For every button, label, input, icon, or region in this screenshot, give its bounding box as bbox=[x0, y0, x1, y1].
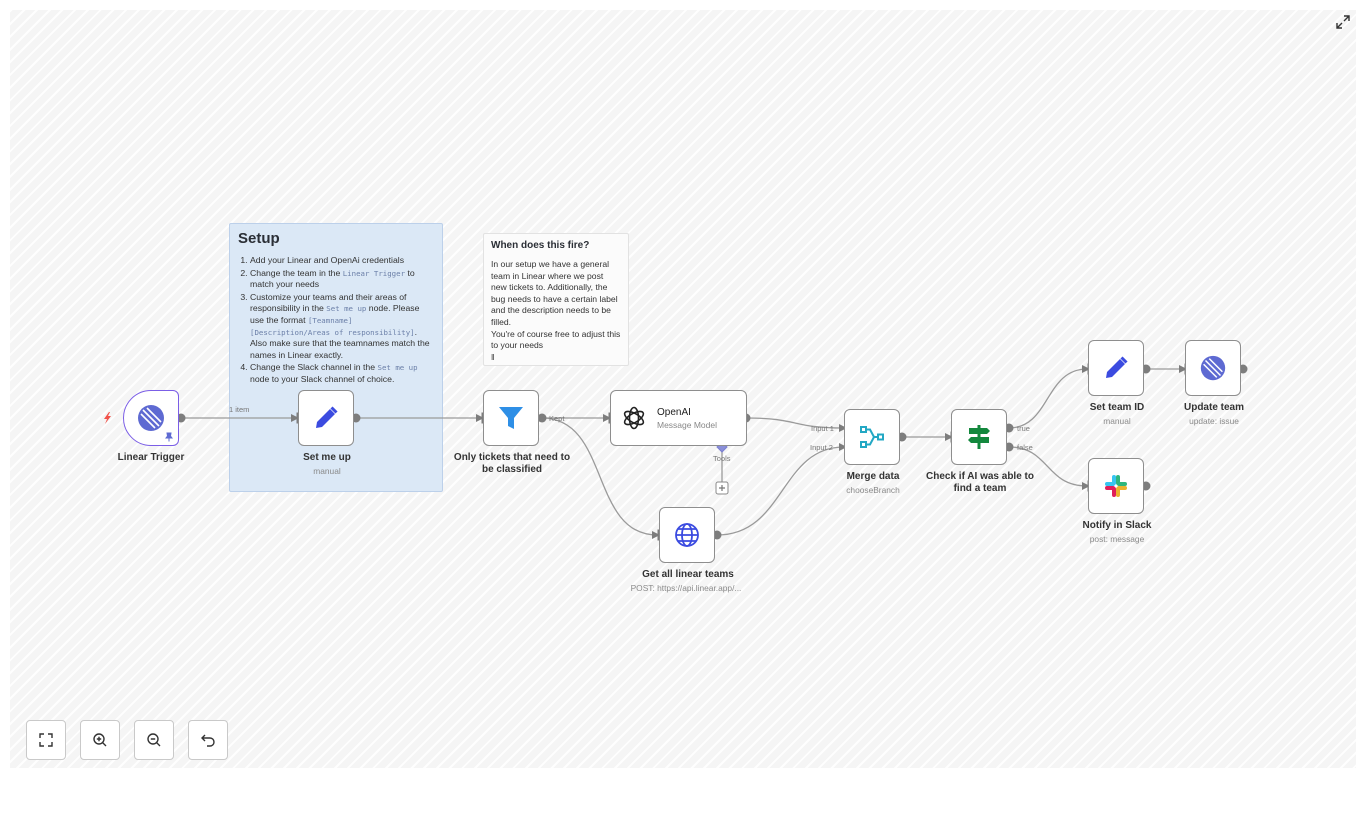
edge-label-tools: Tools bbox=[713, 454, 731, 463]
text-cursor: ‖ bbox=[491, 351, 495, 362]
arrow-slack bbox=[1082, 482, 1090, 490]
openai-logo-icon bbox=[623, 406, 645, 430]
arrow-update bbox=[1179, 365, 1187, 373]
node-label: Set me up bbox=[303, 452, 351, 463]
pin-icon bbox=[165, 432, 173, 442]
node-title: OpenAI bbox=[657, 406, 691, 418]
node-label: Linear Trigger bbox=[117, 452, 185, 463]
edge-label-items: 1 item bbox=[229, 405, 250, 414]
arrow-getteams bbox=[652, 531, 660, 539]
setup-steps: Add your Linear and OpenAi credentials C… bbox=[238, 255, 432, 386]
openai-text: OpenAI Message Model bbox=[657, 407, 717, 430]
expand-button[interactable] bbox=[1335, 14, 1351, 30]
edge-openai-merge bbox=[745, 417, 845, 429]
node-label: Set team ID bbox=[1089, 402, 1145, 413]
arrow-filter bbox=[476, 414, 484, 422]
merge-icon bbox=[860, 426, 884, 448]
signpost-icon bbox=[968, 425, 990, 449]
node-label: Notify in Slack bbox=[1082, 520, 1152, 531]
edge-getteams-merge bbox=[716, 446, 845, 536]
arrow-openai bbox=[603, 414, 611, 422]
node-linear-trigger[interactable] bbox=[123, 390, 179, 446]
node-label: Merge data bbox=[846, 471, 900, 482]
node-subtitle: Message Model bbox=[657, 419, 718, 430]
slack-logo-icon bbox=[1105, 475, 1127, 497]
fit-view-icon bbox=[39, 733, 53, 747]
pencil-icon bbox=[1106, 356, 1128, 378]
setup-sticky-note[interactable]: Setup Add your Linear and OpenAi credent… bbox=[229, 223, 443, 492]
node-filter[interactable] bbox=[483, 390, 539, 446]
node-subtitle: manual bbox=[1103, 416, 1131, 426]
expand-icon bbox=[1336, 15, 1350, 29]
edge-label-input-2: Input 2 bbox=[810, 443, 833, 452]
arrow-merge-2 bbox=[839, 443, 847, 451]
node-check-team[interactable] bbox=[951, 409, 1007, 465]
globe-icon bbox=[675, 523, 699, 547]
node-subtitle: POST: https://api.linear.app/... bbox=[630, 583, 742, 593]
setup-title: Setup bbox=[238, 230, 280, 247]
zoom-out-icon bbox=[147, 733, 161, 747]
fit-view-button[interactable] bbox=[26, 720, 66, 760]
edge-label-false: false bbox=[1017, 443, 1033, 452]
node-subtitle: chooseBranch bbox=[846, 485, 900, 495]
node-set-team-id[interactable] bbox=[1088, 340, 1144, 396]
when-fire-body-2: You're of course free to adjust this to … bbox=[491, 328, 621, 351]
node-subtitle: post: message bbox=[1089, 534, 1145, 544]
node-label: Check if AI was able to find a team bbox=[926, 471, 1034, 494]
node-label: Update team bbox=[1183, 402, 1244, 413]
filter-icon bbox=[499, 407, 523, 429]
zoom-in-button[interactable] bbox=[80, 720, 120, 760]
when-fire-title: When does this fire? bbox=[491, 240, 590, 251]
when-fire-sticky-note[interactable]: When does this fire? In our setup we hav… bbox=[483, 233, 629, 366]
edge-check-slack bbox=[1008, 446, 1088, 487]
setup-step-1: Add your Linear and OpenAi credentials bbox=[250, 255, 432, 267]
edge-filter-getteams bbox=[541, 417, 658, 536]
setup-step-3: Customize your teams and their areas of … bbox=[250, 292, 432, 362]
zoom-out-button[interactable] bbox=[134, 720, 174, 760]
node-merge-data[interactable] bbox=[844, 409, 900, 465]
node-notify-slack[interactable] bbox=[1088, 458, 1144, 514]
node-set-me-up[interactable] bbox=[298, 390, 354, 446]
edge-check-setteam bbox=[1008, 368, 1088, 429]
zoom-in-icon bbox=[93, 733, 107, 747]
when-fire-body: In our setup we have a general team in L… bbox=[491, 259, 618, 327]
arrow-setmeup bbox=[291, 414, 299, 422]
trigger-bolt-icon bbox=[104, 412, 111, 424]
node-label: Only tickets that need to be classified bbox=[453, 452, 571, 475]
add-tool-button[interactable] bbox=[715, 481, 729, 495]
setup-step-2: Change the team in the Linear Trigger to… bbox=[250, 268, 432, 291]
arrow-merge-1 bbox=[839, 424, 847, 432]
node-label: Get all linear teams bbox=[642, 569, 734, 580]
linear-logo-icon bbox=[138, 405, 164, 431]
undo-button[interactable] bbox=[188, 720, 228, 760]
output-handle bbox=[537, 413, 547, 423]
node-update-team[interactable] bbox=[1185, 340, 1241, 396]
node-get-all-linear-teams[interactable] bbox=[659, 507, 715, 563]
edge-label-kept: Kept bbox=[549, 414, 565, 423]
workflow-canvas[interactable]: Setup Add your Linear and OpenAi credent… bbox=[10, 10, 1356, 768]
connections-layer bbox=[104, 363, 1248, 541]
pencil-icon bbox=[316, 406, 338, 428]
arrow-check bbox=[945, 433, 953, 441]
node-subtitle: update: issue bbox=[1189, 416, 1239, 426]
arrow-setteam bbox=[1082, 365, 1090, 373]
undo-icon bbox=[201, 734, 215, 747]
linear-logo-icon bbox=[1200, 355, 1226, 381]
edge-label-true: true bbox=[1017, 424, 1030, 433]
edge-label-input-1: Input 1 bbox=[811, 424, 834, 433]
node-openai[interactable]: OpenAI Message Model bbox=[610, 390, 747, 446]
node-subtitle: manual bbox=[313, 466, 341, 476]
setup-step-4: Change the Slack channel in the Set me u… bbox=[250, 362, 432, 385]
